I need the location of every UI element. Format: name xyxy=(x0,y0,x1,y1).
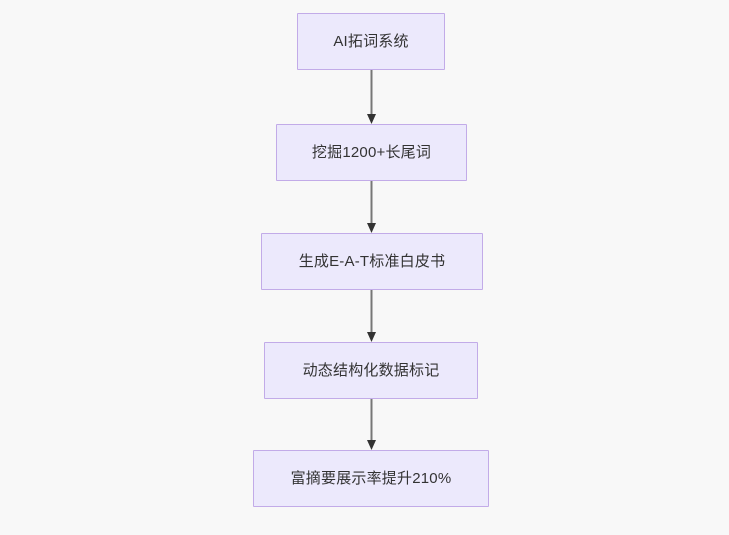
flow-node-label: AI拓词系统 xyxy=(333,32,409,50)
flow-node-label: 挖掘1200+长尾词 xyxy=(311,143,432,161)
flow-node-5[interactable]: 富摘要展示率提升210% xyxy=(253,450,489,507)
arrowhead-icon xyxy=(366,440,376,450)
flow-connector xyxy=(366,399,376,450)
flow-node-label: 动态结构化数据标记 xyxy=(302,361,440,379)
flow-connector xyxy=(366,290,376,342)
flow-node-label: 富摘要展示率提升210% xyxy=(290,469,452,487)
flow-connector xyxy=(366,70,376,124)
flow-connector xyxy=(366,181,376,233)
flow-node-label: 生成E-A-T标准白皮书 xyxy=(298,252,446,270)
flow-node-3[interactable]: 生成E-A-T标准白皮书 xyxy=(261,233,483,290)
flow-node-1[interactable]: AI拓词系统 xyxy=(297,13,445,70)
arrowhead-icon xyxy=(366,114,376,124)
arrowhead-icon xyxy=(366,332,376,342)
arrowhead-icon xyxy=(366,223,376,233)
flow-node-2[interactable]: 挖掘1200+长尾词 xyxy=(276,124,467,181)
flow-node-4[interactable]: 动态结构化数据标记 xyxy=(264,342,478,399)
